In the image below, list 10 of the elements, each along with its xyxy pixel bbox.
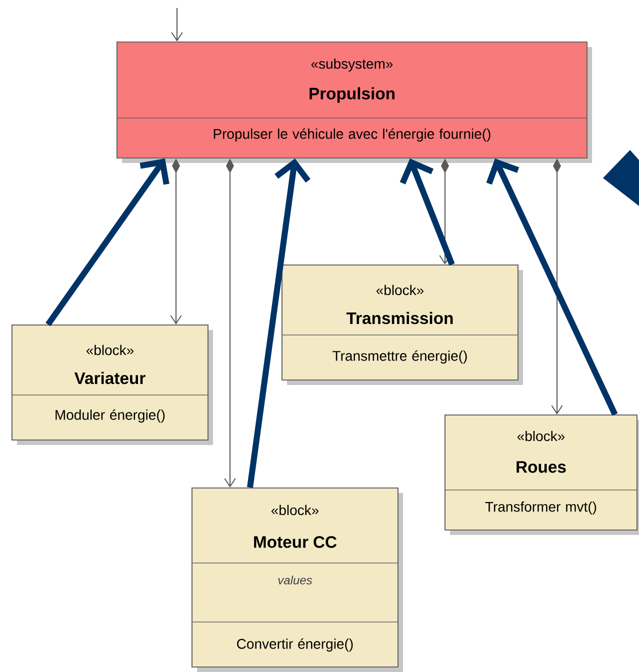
arrow [247,158,310,488]
block-box: «block» Moteur CC values Convertir énergie() [191,487,403,672]
arrow [171,8,183,42]
block-box: «block» Transmission Transmettre énergie() [281,264,523,385]
block-box: «subsystem» Propulsion Propulser le véhicule avec l'énergie fournie() [116,41,592,163]
arrow [400,158,455,266]
block-box: «block» Roues Transformer mvt() [444,414,639,535]
arrow [46,158,170,326]
block-box: «block» Variateur Moduler énergie() [11,324,213,445]
arrow [486,158,618,416]
